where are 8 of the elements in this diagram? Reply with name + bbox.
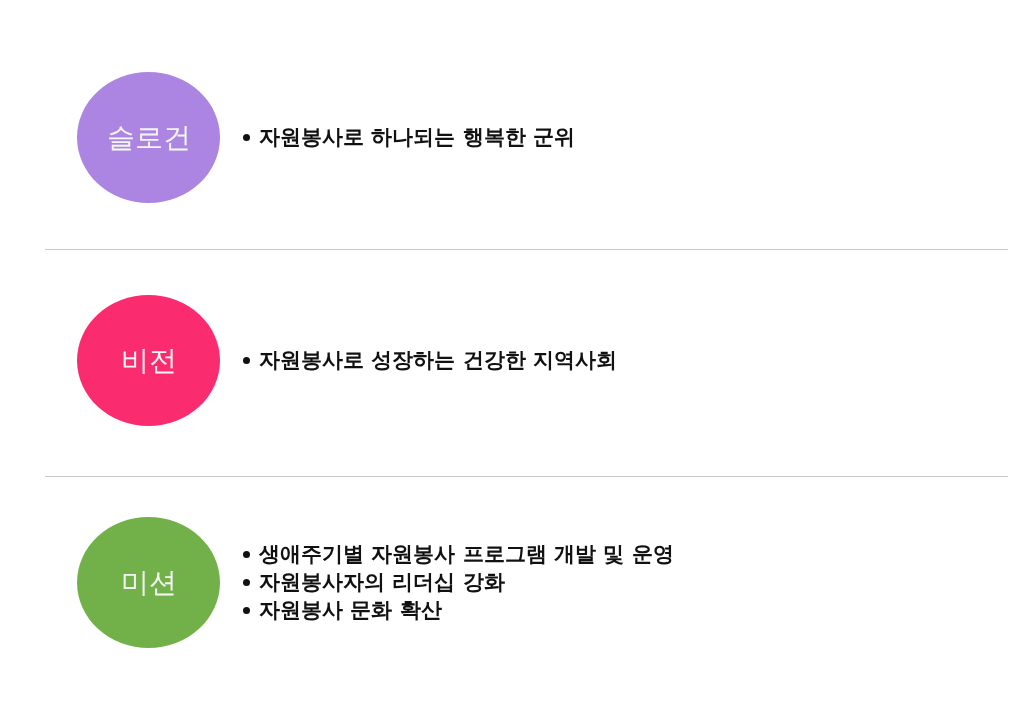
category-circle: 비전 xyxy=(77,295,220,426)
category-circle: 미션 xyxy=(77,517,220,648)
bullet-point-text: 생애주기별 자원봉사 프로그램 개발 및 운영 xyxy=(259,541,674,568)
category-circle: 슬로건 xyxy=(77,72,220,203)
bullet-point-text: 자원봉사로 하나되는 행복한 군위 xyxy=(259,124,575,151)
bullet-point-text: 자원봉사 문화 확산 xyxy=(259,597,442,624)
bullet-point-text: 자원봉사로 성장하는 건강한 지역사회 xyxy=(259,347,617,374)
bullet-point-text: 자원봉사자의 리더십 강화 xyxy=(259,569,505,596)
